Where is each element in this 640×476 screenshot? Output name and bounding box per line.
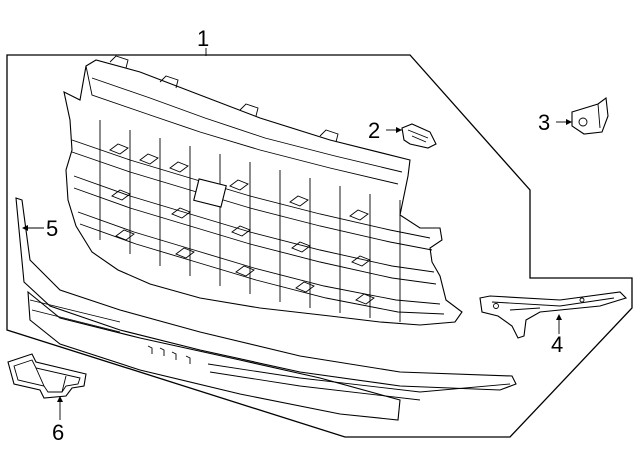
callout-6: 6 xyxy=(52,420,64,445)
callout-3: 3 xyxy=(538,110,550,135)
callout-5: 5 xyxy=(46,216,58,241)
grille-part xyxy=(63,55,463,326)
leader-lines xyxy=(22,48,572,420)
emblem-part xyxy=(7,353,87,399)
bracket-part xyxy=(571,96,609,135)
side-bracket-part xyxy=(479,291,628,339)
callout-2: 2 xyxy=(368,118,380,143)
callout-1: 1 xyxy=(197,26,209,51)
callout-4: 4 xyxy=(551,332,563,357)
clip-part xyxy=(401,123,437,149)
lower-molding-part xyxy=(15,197,517,421)
assembly-outline xyxy=(6,54,633,438)
